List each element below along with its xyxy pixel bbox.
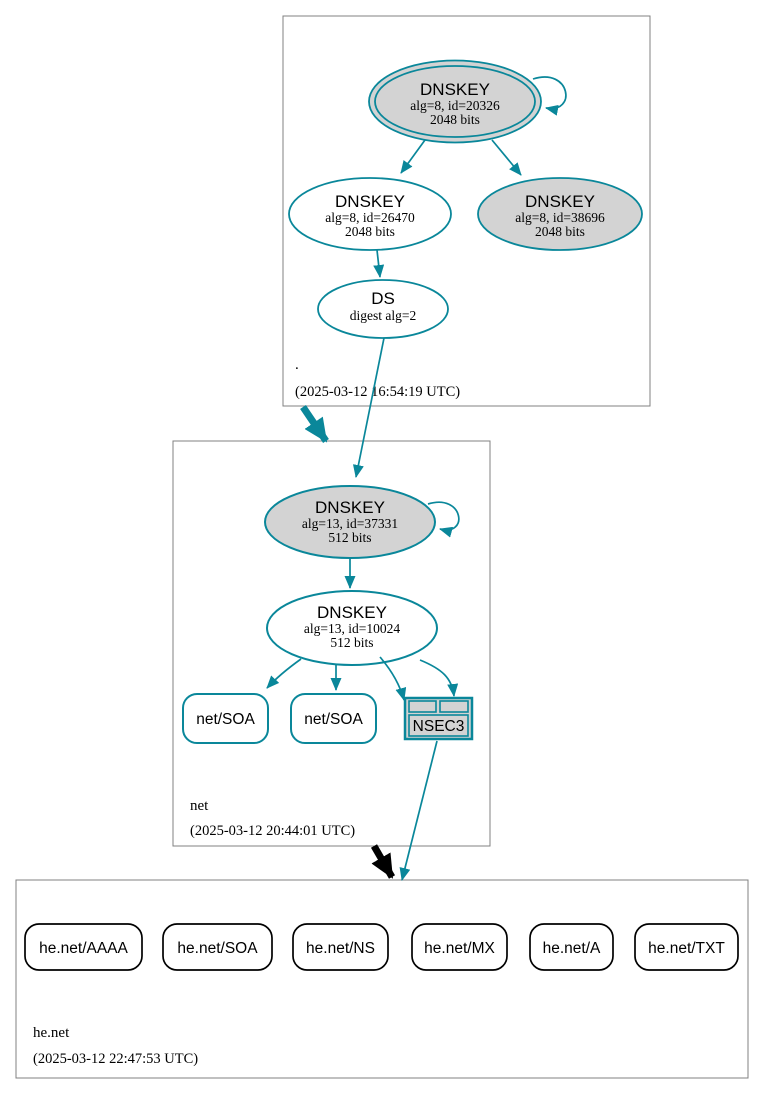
ds-detail1: digest alg=2 xyxy=(350,308,416,323)
dnskey-10024-detail2: 512 bits xyxy=(330,635,373,650)
edge-20326-38696 xyxy=(491,139,522,176)
zone-timestamp-root: (2025-03-12 16:54:19 UTC) xyxy=(295,384,460,400)
dnskey-26470-title: DNSKEY xyxy=(335,192,405,211)
dnskey-38696-ellipse xyxy=(477,177,643,251)
zone-box-henet xyxy=(15,879,749,1079)
node-dnskey-10024: DNSKEY alg=13, id=10024 512 bits xyxy=(266,590,438,666)
dnskey-38696-detail1: alg=8, id=38696 xyxy=(515,210,605,225)
henet-txt-label: he.net/TXT xyxy=(648,940,725,957)
node-nsec3: NSEC3 xyxy=(403,696,474,741)
zone-timestamp-henet: (2025-03-12 22:47:53 UTC) xyxy=(33,1051,198,1067)
node-dnskey-20326: DNSKEY alg=8, id=20326 2048 bits xyxy=(368,59,542,144)
dnskey-20326-title: DNSKEY xyxy=(420,80,490,99)
node-net-soa-left: net/SOA xyxy=(182,693,269,744)
nsec3-label: NSEC3 xyxy=(413,718,465,735)
node-henet-txt: he.net/TXT xyxy=(634,923,739,971)
henet-aaaa-label: he.net/AAAA xyxy=(39,940,128,957)
zone-timestamp-net: (2025-03-12 20:44:01 UTC) xyxy=(190,823,355,839)
dnskey-20326-detail2: 2048 bits xyxy=(430,112,480,127)
node-ds: DS digest alg=2 xyxy=(317,279,449,339)
net-soa-right-label: net/SOA xyxy=(304,711,363,728)
edge-20326-26470 xyxy=(400,139,426,174)
henet-soa-rect xyxy=(162,923,273,971)
ds-title: DS xyxy=(371,289,395,308)
dnskey-26470-ellipse xyxy=(288,177,452,251)
node-henet-aaaa: he.net/AAAA xyxy=(24,923,143,971)
net-soa-right-rect xyxy=(290,693,377,744)
henet-a-rect xyxy=(529,923,614,971)
dnskey-37331-ellipse xyxy=(264,485,436,559)
henet-mx-label: he.net/MX xyxy=(424,940,495,957)
edge-10024-nsec3-right xyxy=(419,659,459,697)
edge-10024-soa-left xyxy=(266,658,302,689)
edges xyxy=(266,76,567,881)
zone-label-root: . xyxy=(295,357,299,373)
dnskey-20326-detail1: alg=8, id=20326 xyxy=(410,98,500,113)
node-henet-soa: he.net/SOA xyxy=(162,923,273,971)
node-henet-ns: he.net/NS xyxy=(292,923,389,971)
node-dnskey-38696: DNSKEY alg=8, id=38696 2048 bits xyxy=(477,177,643,251)
dnskey-10024-detail1: alg=13, id=10024 xyxy=(304,621,400,636)
dnskey-10024-ellipse xyxy=(266,590,438,666)
node-dnskey-37331: DNSKEY alg=13, id=37331 512 bits xyxy=(264,485,436,559)
dnskey-37331-detail1: alg=13, id=37331 xyxy=(302,516,398,531)
henet-ns-label: he.net/NS xyxy=(306,940,375,957)
dnskey-20326-inner-ellipse xyxy=(374,65,536,138)
zone-label-net: net xyxy=(190,798,209,814)
henet-a-label: he.net/A xyxy=(543,940,601,957)
node-dnskey-26470: DNSKEY alg=8, id=26470 2048 bits xyxy=(288,177,452,251)
dnskey-37331-title: DNSKEY xyxy=(315,498,385,517)
edge-root-ksk-selfsign xyxy=(532,76,567,116)
net-soa-left-label: net/SOA xyxy=(196,711,255,728)
dnskey-38696-detail2: 2048 bits xyxy=(535,224,585,239)
edge-26470-ds xyxy=(373,249,385,278)
dnskey-10024-title: DNSKEY xyxy=(317,603,387,622)
edge-ds-37331 xyxy=(352,337,385,478)
edge-net-ksk-selfsign xyxy=(427,501,460,538)
dnskey-26470-detail2: 2048 bits xyxy=(345,224,395,239)
dnskey-37331-detail2: 512 bits xyxy=(328,530,371,545)
zone-box-net xyxy=(172,440,491,847)
henet-soa-label: he.net/SOA xyxy=(177,940,258,957)
node-net-soa-right: net/SOA xyxy=(290,693,377,744)
henet-ns-rect xyxy=(292,923,389,971)
henet-txt-rect xyxy=(634,923,739,971)
nsec3-cell-right xyxy=(439,700,469,713)
net-soa-left-rect xyxy=(182,693,269,744)
edge-delegation-root-net xyxy=(300,405,329,443)
zone-label-henet: he.net xyxy=(33,1025,70,1041)
edge-nsec3-henet xyxy=(399,740,438,881)
henet-aaaa-rect xyxy=(24,923,143,971)
node-henet-a: he.net/A xyxy=(529,923,614,971)
nsec3-cell-left xyxy=(408,700,437,713)
zone-box-root xyxy=(282,15,651,407)
henet-mx-rect xyxy=(411,923,508,971)
dnskey-38696-title: DNSKEY xyxy=(525,192,595,211)
edge-10024-nsec3-left xyxy=(379,656,407,701)
ds-ellipse xyxy=(317,279,449,339)
edge-delegation-net-henet xyxy=(370,844,396,879)
node-henet-mx: he.net/MX xyxy=(411,923,508,971)
dnskey-26470-detail1: alg=8, id=26470 xyxy=(325,210,415,225)
nsec3-cell-label xyxy=(408,714,469,737)
